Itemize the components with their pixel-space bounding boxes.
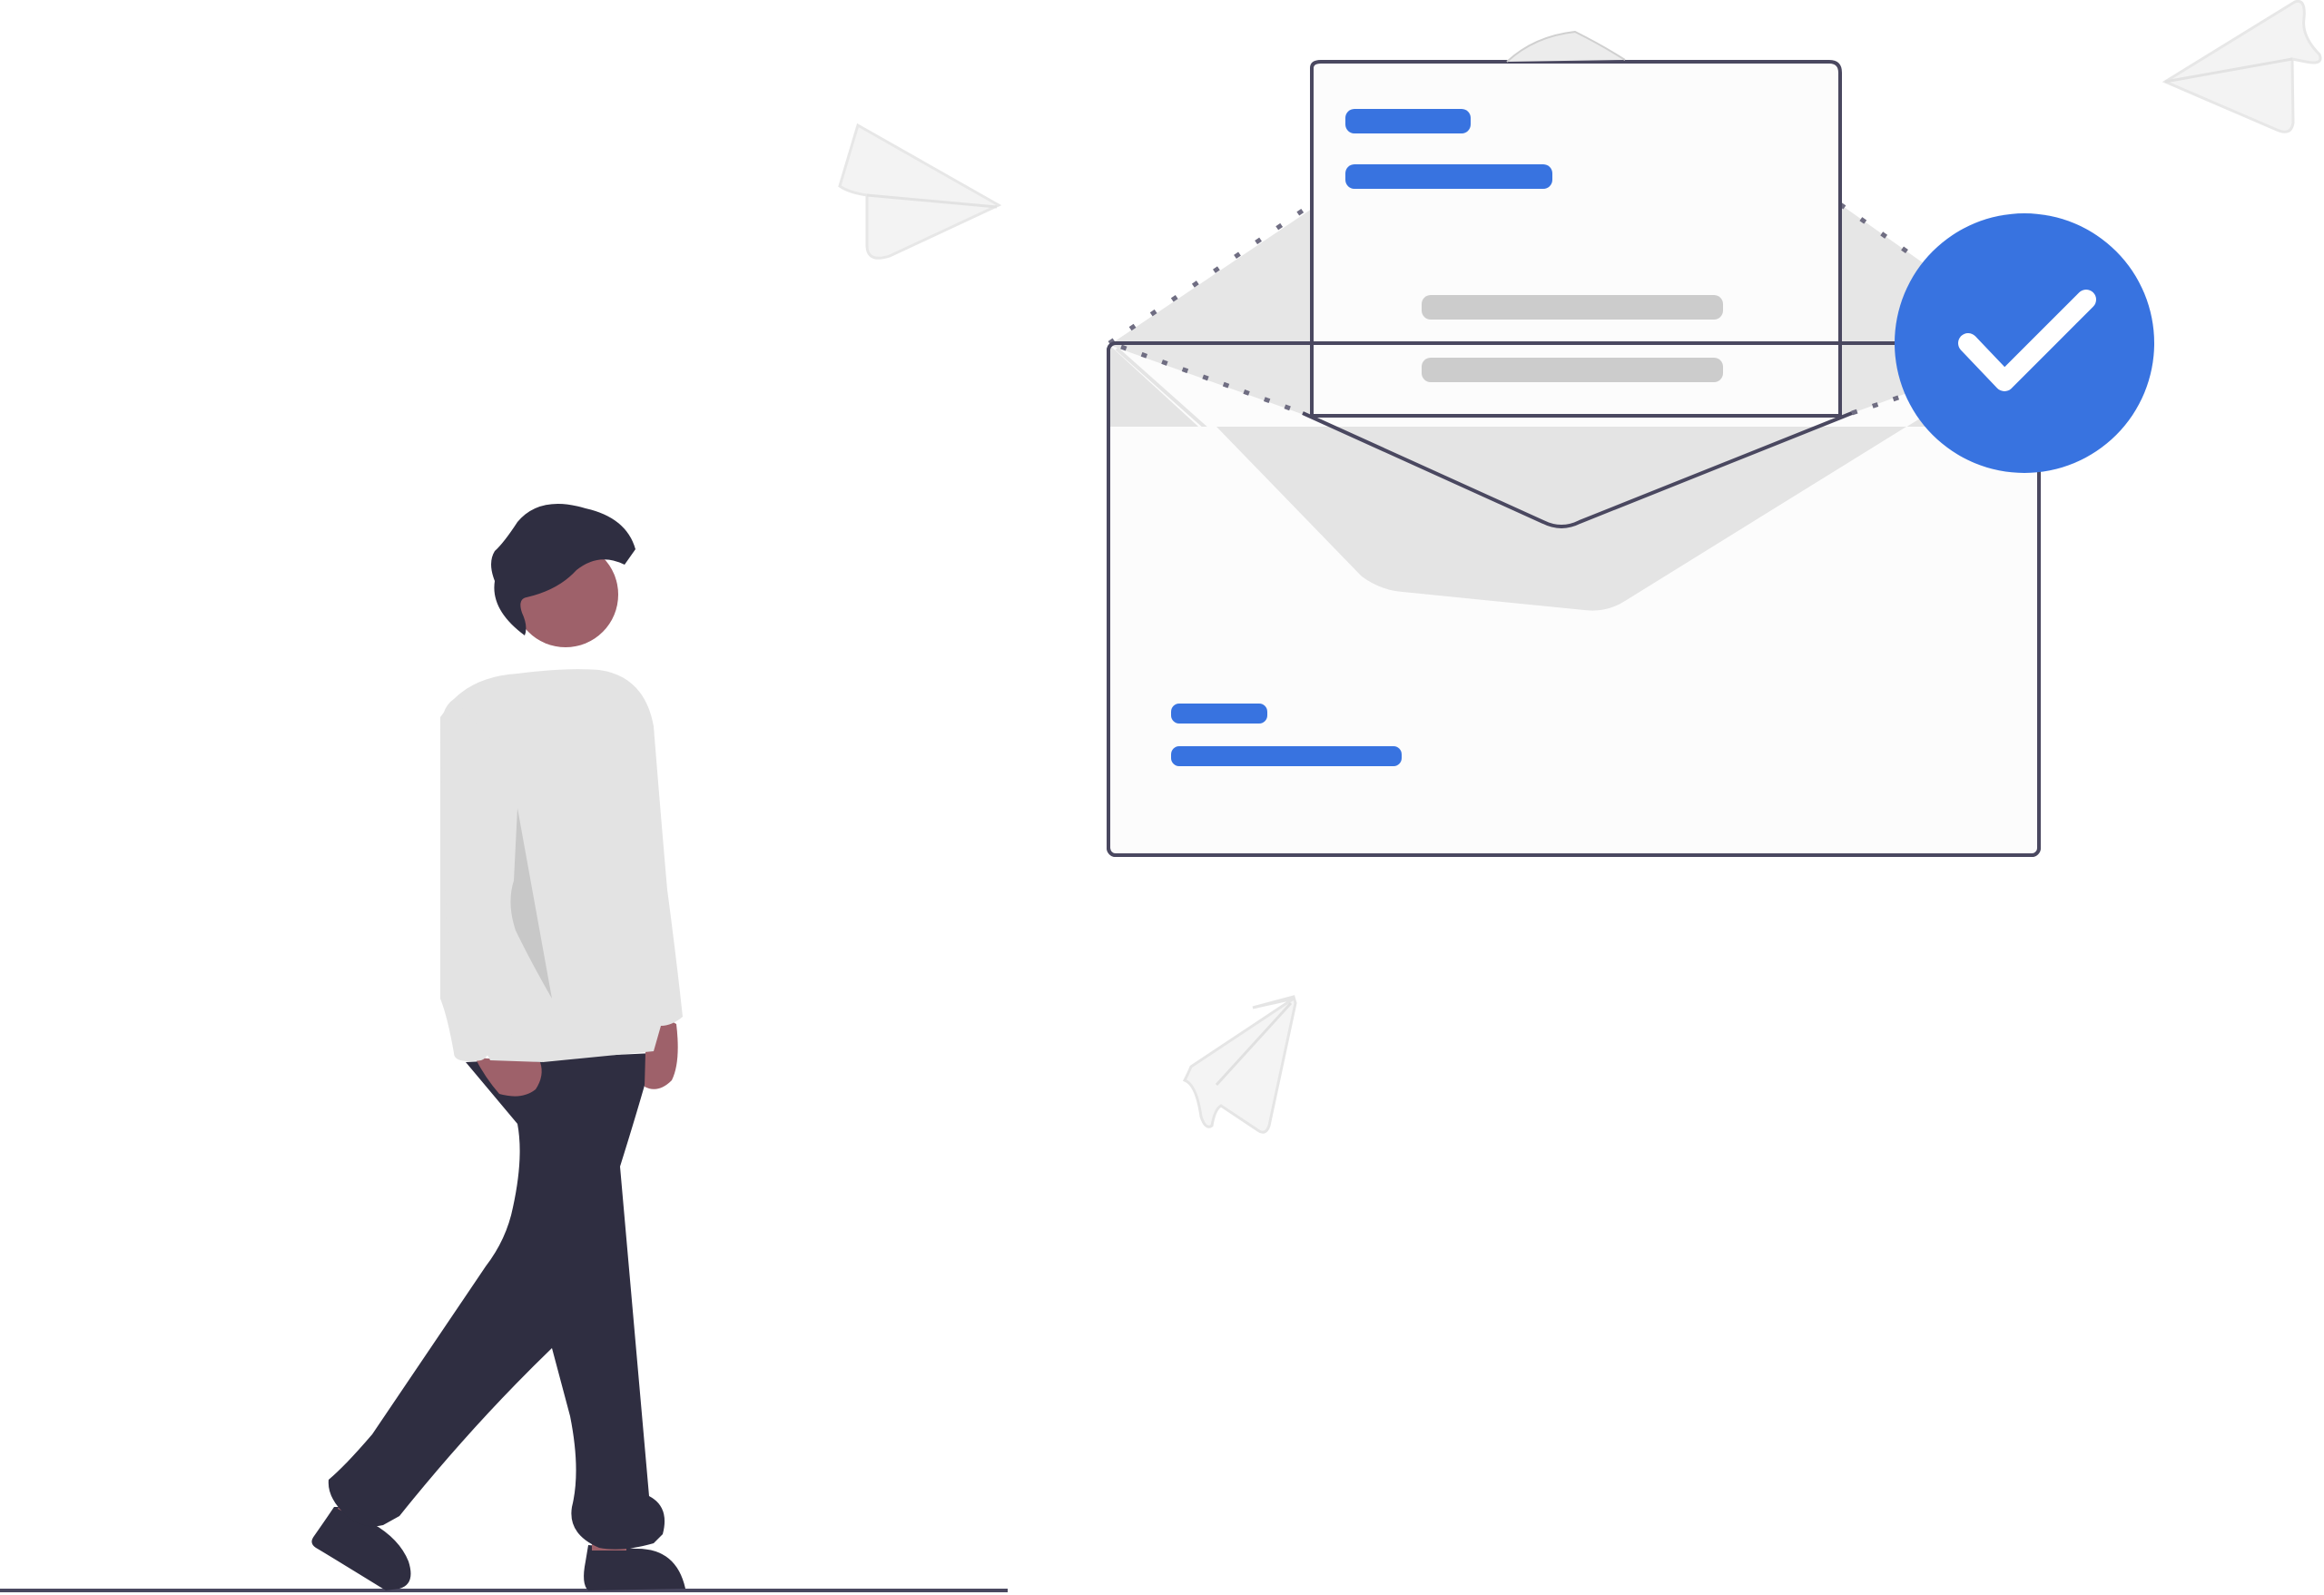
person-right-shoe (584, 1545, 685, 1590)
letter-line-3 (1422, 295, 1723, 320)
person-figure (311, 504, 685, 1590)
person-arm-fold (510, 808, 552, 999)
person-left-sleeve (440, 699, 531, 1058)
envelope-line-1 (1171, 704, 1267, 724)
person-hair (491, 504, 635, 635)
letter-line-2 (1345, 164, 1552, 189)
ground-line (0, 1589, 1008, 1592)
checkmark-icon (1958, 290, 2096, 391)
envelope-flap-left (1109, 209, 1312, 418)
paper-plane-middle (1182, 995, 1297, 1134)
person-pants (328, 1053, 665, 1550)
letter-icon (1310, 30, 1842, 418)
envelope-line-2 (1171, 746, 1402, 766)
paper-plane-icon (2162, 0, 2322, 133)
checkmark-badge-circle (1895, 213, 2154, 473)
letter-line-4 (1422, 358, 1723, 382)
paper-plane-top-left (838, 123, 1002, 260)
person-left-shoe (311, 1507, 411, 1590)
letter-paper (1310, 60, 1842, 418)
envelope-flap-dashes-left (1108, 202, 1314, 346)
envelope-flap-edge (1302, 411, 1853, 528)
paper-plane-icon (838, 123, 1002, 260)
checkmark-badge (1895, 213, 2154, 473)
person-left-hand (475, 1058, 542, 1097)
paper-plane-icon (1182, 995, 1297, 1134)
letter-line-1 (1345, 109, 1471, 133)
